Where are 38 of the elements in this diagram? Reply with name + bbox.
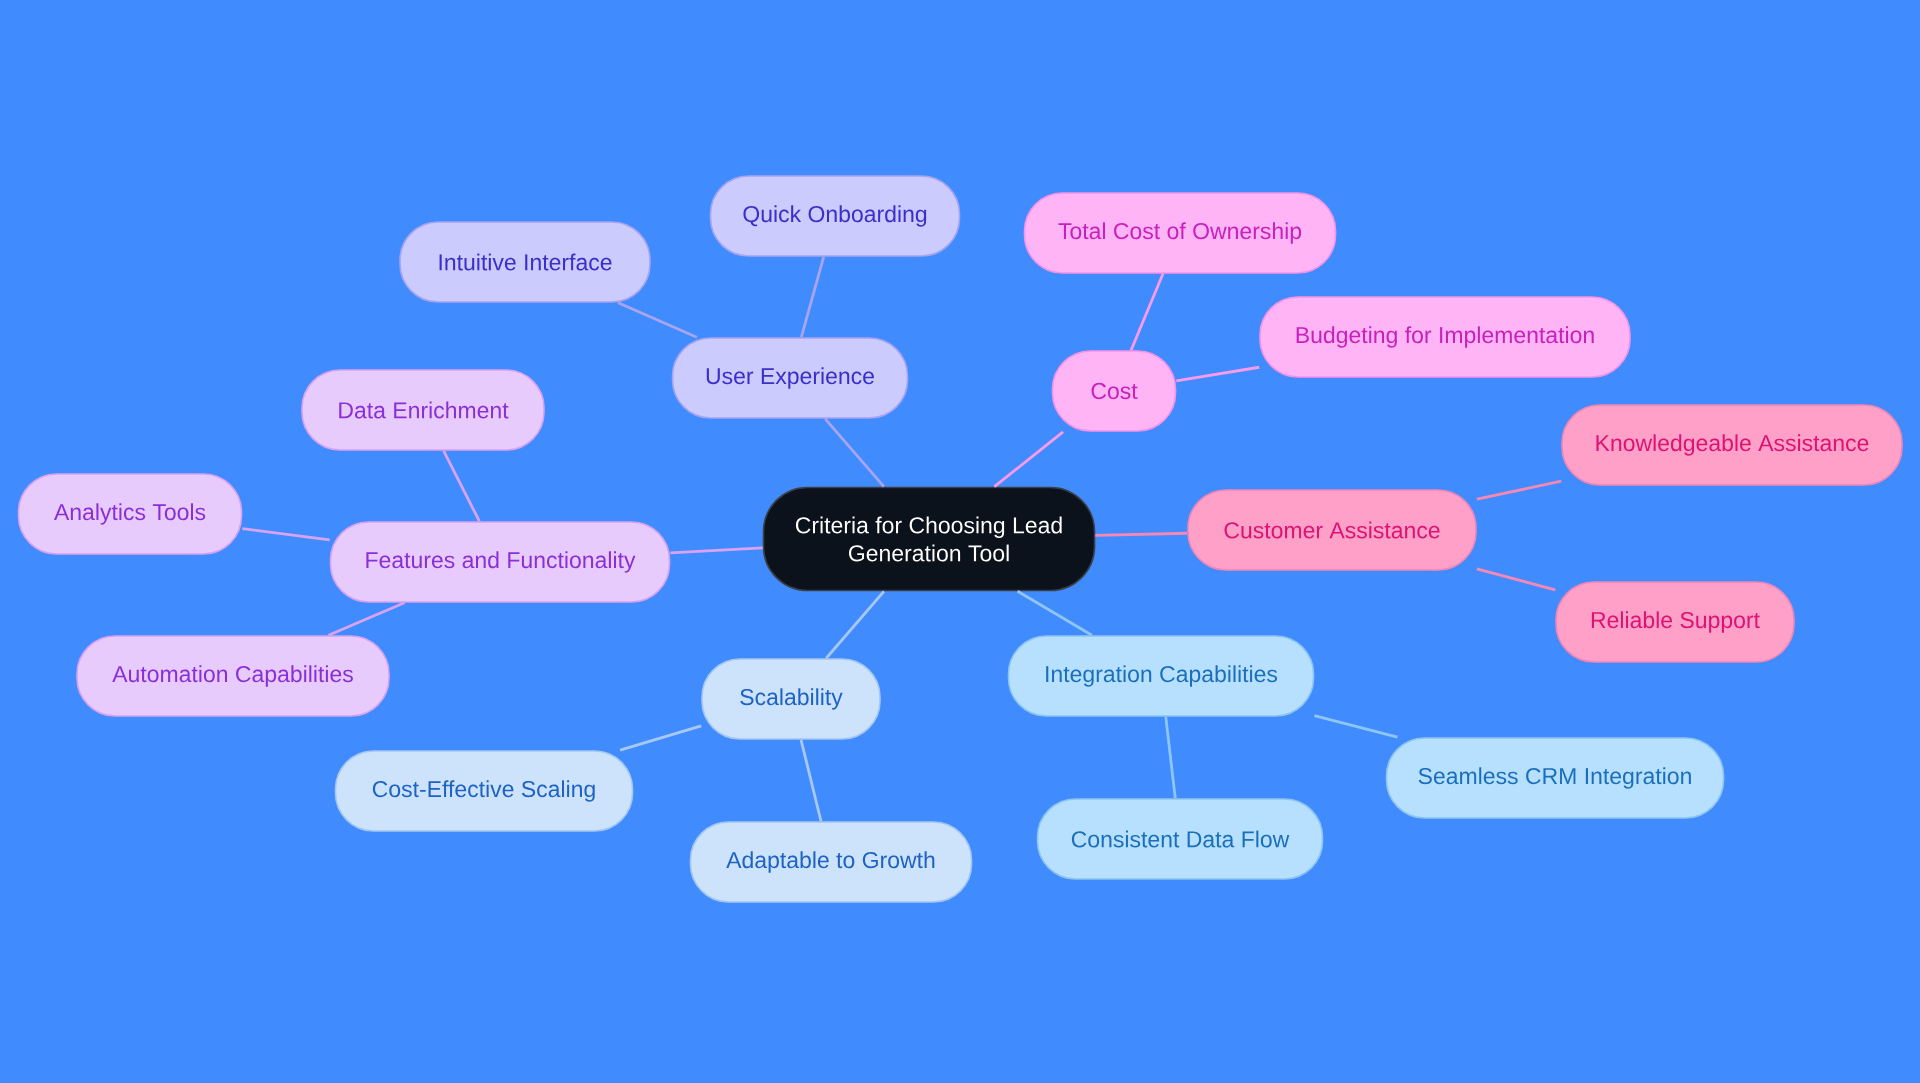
connector-line [1176, 365, 1260, 383]
connector-line [670, 546, 763, 555]
central-topic-box: Criteria for Choosing Lead Generation Tool [762, 486, 1096, 592]
connector-line [327, 601, 405, 637]
connector-line [619, 724, 702, 752]
leaf-box: Reliable Support [1555, 581, 1795, 663]
leaf-box: Consistent Data Flow [1036, 798, 1324, 880]
leaf-box: Seamless CRM Integration [1385, 737, 1725, 819]
branch-box: Integration Capabilities [1007, 635, 1315, 717]
leaf-box: Knowledgeable Assistance [1561, 404, 1903, 486]
leaf-box: Total Cost of Ownership [1023, 192, 1337, 274]
leaf-box: Data Enrichment [301, 369, 545, 451]
leaf-box: Adaptable to Growth [689, 821, 973, 903]
connector-line [1476, 567, 1556, 592]
connector-line [993, 430, 1064, 488]
leaf-box: Quick Onboarding [709, 175, 961, 257]
connector-line [1476, 479, 1562, 501]
connector-line [617, 301, 698, 339]
connector-line [824, 417, 885, 488]
branch-box: Scalability [701, 658, 881, 740]
connector-line [1164, 716, 1177, 799]
connector-line [442, 450, 481, 522]
branch-box: Features and Functionality [329, 521, 671, 603]
connector-line [799, 739, 823, 822]
connector-line [825, 590, 885, 660]
connector-line [800, 256, 826, 338]
leaf-box: Intuitive Interface [399, 221, 651, 303]
connector-line [242, 527, 330, 542]
connector-line [1095, 531, 1188, 537]
branch-box: User Experience [671, 337, 909, 419]
leaf-box: Automation Capabilities [76, 635, 390, 717]
connector-line [1016, 590, 1093, 637]
leaf-box: Budgeting for Implementation [1259, 296, 1631, 378]
leaf-box: Cost-Effective Scaling [334, 750, 634, 832]
connector-line [1313, 714, 1398, 739]
connector-line [1129, 273, 1165, 351]
leaf-box: Analytics Tools [17, 473, 243, 555]
branch-box: Customer Assistance [1187, 489, 1477, 571]
